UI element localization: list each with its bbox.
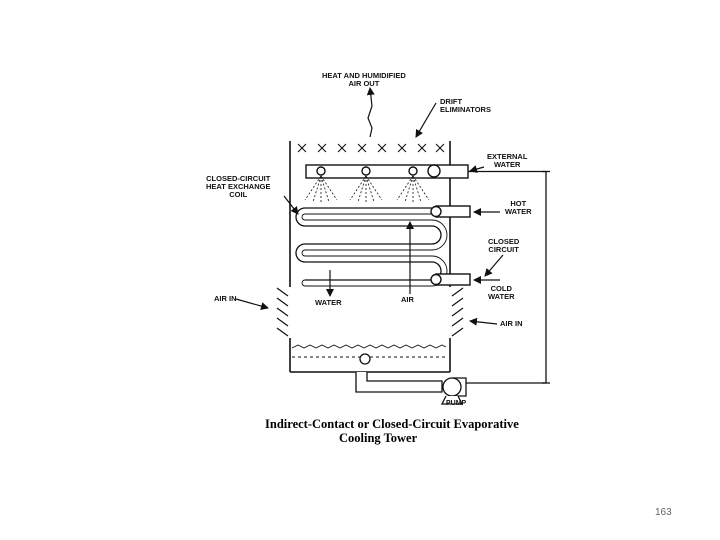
pump-assembly: [355, 353, 467, 405]
label-air-in-right: AIR IN: [500, 319, 523, 328]
label-hot-water: HOT WATER: [505, 200, 532, 216]
label-heat-out-line1: HEAT AND HUMIDIFIED: [322, 71, 406, 80]
label-pump: PUMP: [446, 400, 467, 407]
page-number: 163: [655, 507, 672, 518]
label-heat-out-line2: AIR OUT: [348, 79, 380, 88]
closed-circuit-loop: [466, 170, 550, 384]
label-external-water: EXTERNAL WATER: [487, 153, 527, 169]
label-cold-water: COLD WATER: [488, 285, 515, 301]
label-coil-line2: HEAT EXCHANGE: [206, 182, 271, 191]
label-coil-line1: CLOSED-CIRCUIT: [206, 174, 271, 183]
spray-header: [305, 164, 469, 179]
label-cold-line2: WATER: [488, 292, 515, 301]
label-heat-out: HEAT AND HUMIDIFIED AIR OUT: [322, 72, 406, 88]
caption-line1: Indirect-Contact or Closed-Circuit Evapo…: [265, 417, 519, 431]
label-water: WATER: [315, 298, 342, 307]
flow-arrows: [235, 87, 504, 326]
label-external-line1: EXTERNAL: [487, 152, 528, 161]
label-hot-line2: WATER: [505, 207, 532, 216]
label-drift-eliminators: DRIFT ELIMINATORS: [440, 98, 491, 114]
label-coil-line3: COIL: [229, 190, 248, 199]
label-drift-line1: DRIFT: [440, 97, 463, 106]
water-sprays: [304, 175, 430, 203]
heat-exchange-coil: [295, 207, 448, 287]
label-air-in-left: AIR IN: [214, 294, 237, 303]
air-inlet-louvers: [276, 287, 464, 337]
label-cold-line1: COLD: [490, 284, 512, 293]
label-air: AIR: [401, 295, 414, 304]
label-closed-line1: CLOSED: [488, 237, 520, 246]
caption-line2: Cooling Tower: [339, 431, 418, 445]
sump-water: [291, 344, 448, 358]
label-closed-line2: CIRCUIT: [488, 245, 519, 254]
label-hot-line1: HOT: [510, 199, 527, 208]
label-coil: CLOSED-CIRCUIT HEAT EXCHANGE COIL: [206, 175, 270, 199]
coil-pipes: [430, 205, 471, 286]
label-external-line2: WATER: [493, 160, 521, 169]
label-drift-line2: ELIMINATORS: [440, 105, 491, 114]
drift-eliminators: [297, 143, 445, 153]
label-closed-circuit: CLOSED CIRCUIT: [488, 238, 519, 254]
